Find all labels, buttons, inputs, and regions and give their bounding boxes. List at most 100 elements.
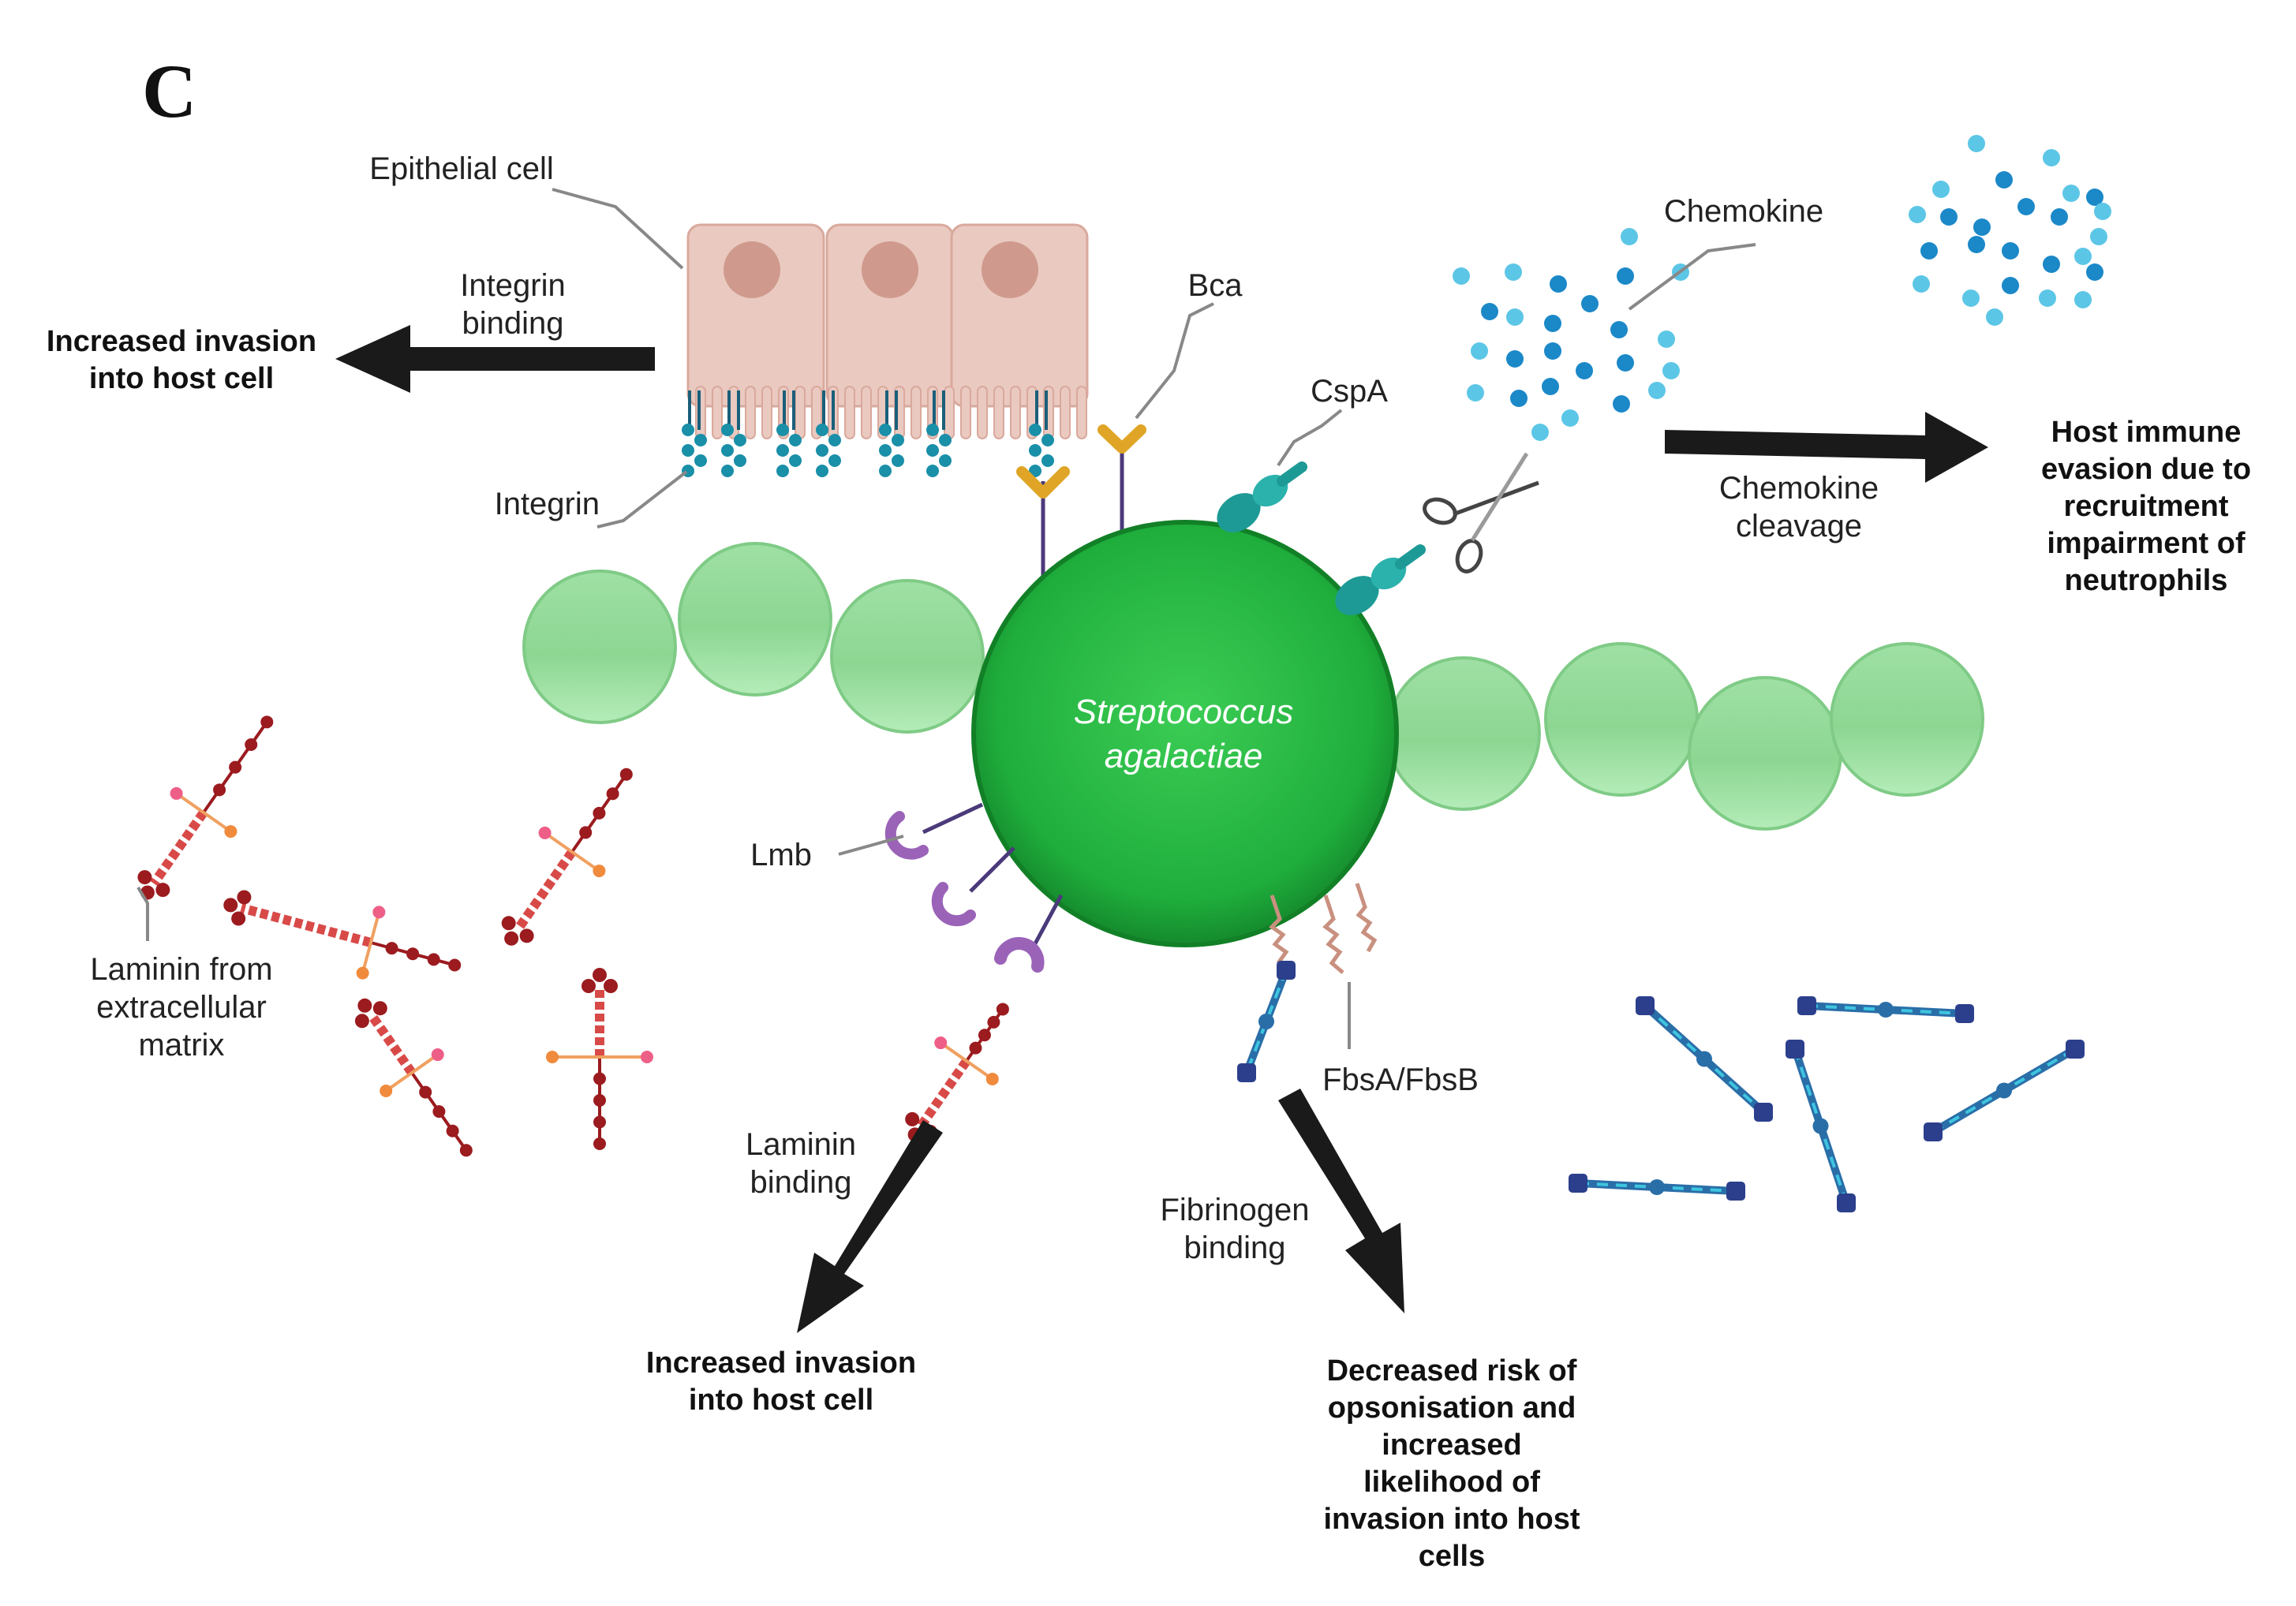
integrin-bead	[1041, 454, 1054, 467]
laminin-bead	[538, 826, 552, 839]
chemokine-dot	[1986, 308, 2003, 326]
laminin-arm	[940, 1041, 993, 1081]
chemokine-dot	[1550, 275, 1567, 293]
chain-cell	[1544, 642, 1699, 797]
integrin-bead	[721, 465, 734, 477]
integrin-bead	[939, 434, 952, 446]
chemokine-dot	[1453, 267, 1470, 285]
chemokine-dot	[2094, 203, 2111, 220]
laminin-bead	[380, 1084, 393, 1097]
leader-lines	[136, 188, 1756, 1049]
fibrinogen-binding-label: Fibrinogen binding	[1160, 1193, 1310, 1265]
streptococcal-chain-left	[522, 542, 985, 734]
cspa-proteins	[1217, 461, 1426, 615]
fbsa-fbsb-label: FbsA/FbsB	[1322, 1063, 1479, 1097]
fbsa-fbsb-proteins	[1269, 883, 1378, 974]
chemokine-dot	[1617, 354, 1634, 372]
laminin-stalk	[917, 1058, 970, 1129]
fibrinogen-node	[1996, 1082, 2012, 1099]
laminin-bead	[593, 1137, 606, 1150]
chemokine-clusters	[1453, 135, 2111, 441]
fibrinogen-node	[1726, 1182, 1745, 1201]
laminin-bead	[372, 906, 386, 919]
nucleus	[982, 241, 1038, 298]
fibrinogen-node	[2066, 1040, 2085, 1059]
chemokine-dot	[1467, 384, 1484, 402]
integrin-bead	[694, 434, 707, 446]
fibrinogen-outcome: Decreased risk of opsonisation and incre…	[1323, 1354, 1580, 1573]
outcome-arrows	[335, 325, 1988, 1333]
chemokine-dot	[1920, 242, 1938, 260]
nucleus	[862, 241, 918, 298]
bca-y	[1098, 424, 1146, 454]
fibrinogen-node	[1569, 1174, 1587, 1193]
lmb-leader	[838, 835, 904, 856]
laminin-bead	[581, 979, 596, 993]
laminin-bead	[593, 1072, 606, 1085]
chemokine-dot	[2086, 189, 2103, 206]
laminin-bead	[619, 768, 633, 781]
chemokine-dot	[1471, 342, 1488, 360]
laminin-bead	[213, 783, 226, 797]
epithelial-cell-leader	[552, 188, 684, 270]
integrin-bead	[776, 424, 789, 436]
integrin-bead	[789, 434, 802, 446]
chain-cell	[1386, 656, 1541, 811]
integrin-outcome: Increased invasion into host cell	[46, 325, 317, 395]
lmb	[994, 936, 1045, 973]
chemokine-dot	[2074, 248, 2092, 265]
laminin-bead	[446, 1124, 459, 1137]
laminin-bead	[231, 911, 246, 926]
microvillus	[944, 386, 955, 439]
laminin-stalk	[149, 809, 208, 887]
integrin-bead	[926, 444, 939, 457]
laminin-bead	[593, 865, 606, 878]
scissors-icon	[1423, 452, 1539, 573]
integrin-bead	[734, 454, 746, 467]
cspa	[1217, 493, 1261, 532]
integrin-bead	[828, 454, 841, 467]
fibrinogen-node	[1258, 1014, 1274, 1029]
microvillus	[977, 386, 988, 439]
laminin-stalk	[240, 903, 372, 947]
chemokine-dot	[1506, 350, 1524, 368]
microvillus	[1076, 386, 1087, 439]
integrin-arrow	[335, 325, 655, 393]
chemokine-dot	[2043, 149, 2060, 166]
integrin-bead	[828, 434, 841, 446]
chemokine-label: Chemokine	[1663, 194, 1824, 229]
lmb	[884, 811, 929, 860]
fibrinogen-node	[1812, 1118, 1829, 1134]
laminin-bead	[501, 916, 516, 931]
laminin-bead	[170, 786, 183, 800]
chemokine-dot	[1973, 218, 1991, 236]
chemokine-dot	[1621, 228, 1638, 245]
laminin-bead	[604, 979, 618, 993]
laminin-arm	[175, 792, 232, 833]
fibrinogen-node	[1636, 996, 1655, 1015]
integrin-bead	[892, 454, 904, 467]
microvillus	[993, 386, 1004, 439]
laminin-bead	[504, 931, 519, 946]
microvillus	[1060, 386, 1071, 439]
integrin-leader	[596, 470, 688, 528]
epithelial-cell-label: Epithelial cell	[369, 151, 554, 186]
laminin-arm	[544, 831, 600, 872]
bca-receptors	[1016, 424, 1146, 499]
chemokine-dot	[1962, 289, 1980, 307]
chemokine-dot	[1909, 206, 1926, 223]
integrin-bead	[789, 454, 802, 467]
microvillus	[911, 386, 922, 439]
lmb-proteins	[884, 802, 1064, 973]
laminin-bead	[593, 968, 607, 982]
laminin-bead	[579, 826, 593, 839]
integrin-bead	[1029, 465, 1041, 477]
fibrinogen-node	[1786, 1040, 1804, 1059]
chemokine-dot	[1510, 390, 1528, 407]
integrin-receptors	[682, 390, 1054, 477]
integrin-binding-label: Integrin binding	[460, 268, 566, 341]
laminin-bead	[260, 715, 274, 729]
laminin-bead	[448, 958, 462, 972]
fibrinogen-node	[1277, 961, 1296, 980]
laminin-bead	[641, 1051, 653, 1063]
